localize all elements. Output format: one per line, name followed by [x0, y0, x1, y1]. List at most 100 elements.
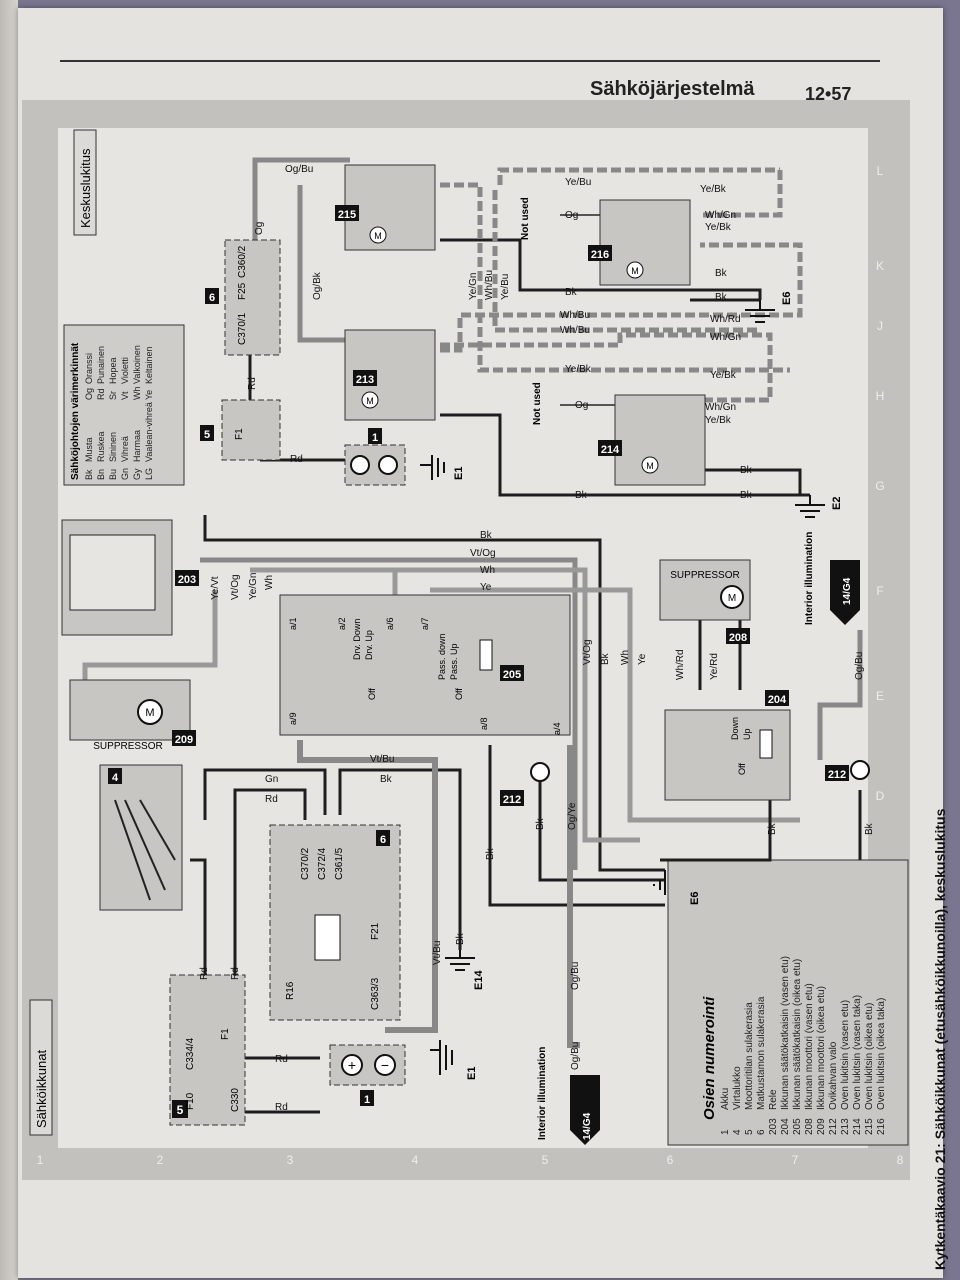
legend-name: Keltainen: [144, 346, 154, 384]
svg-text:Ye/Gn: Ye/Gn: [248, 573, 259, 600]
svg-text:C372/4: C372/4: [317, 847, 328, 880]
svg-text:Rd: Rd: [290, 454, 303, 465]
window-motor-209: M SUPPRESSOR 209: [69, 679, 196, 752]
section-tab-right: Keskuslukitus: [73, 129, 97, 236]
svg-text:4: 4: [112, 772, 119, 784]
grid-letter: D: [876, 789, 885, 803]
svg-text:F1: F1: [234, 428, 245, 440]
svg-text:204: 204: [768, 694, 787, 706]
svg-text:Bk: Bk: [600, 652, 611, 665]
part-name: Matkustamon sulakerasia: [756, 996, 767, 1110]
svg-text:E2: E2: [831, 497, 843, 510]
legend-name: Oranssi: [84, 353, 94, 384]
page-header-title: Sähköjärjestelmä: [590, 78, 755, 100]
svg-text:Wh/Bu: Wh/Bu: [484, 270, 495, 300]
door-lock-216: M 216: [588, 199, 691, 286]
svg-text:Ye/Bu: Ye/Bu: [565, 177, 591, 188]
wire-bk: [700, 468, 802, 495]
svg-text:SUPPRESSOR: SUPPRESSOR: [670, 570, 739, 581]
svg-text:Wh/Gn: Wh/Gn: [705, 402, 736, 413]
part-name: Ikkunan moottori (vasen etu): [804, 983, 815, 1110]
part-num: 209: [816, 1118, 827, 1135]
svg-text:Vt/Bu: Vt/Bu: [432, 941, 443, 965]
wire-rd: [233, 788, 307, 1000]
part-name: Oven lukitsin (vasen taka): [852, 995, 863, 1110]
wire-yegn: [440, 182, 790, 373]
svg-text:Osien numerointi: Osien numerointi: [701, 996, 718, 1120]
svg-text:5: 5: [204, 429, 210, 441]
grid-number: 5: [542, 1153, 549, 1167]
svg-text:Pass. down: Pass. down: [437, 633, 447, 680]
svg-text:Sähköikkunat: Sähköikkunat: [34, 1050, 49, 1128]
color-legend: Sähköjohtojen värimerkinnät Bk Musta Og …: [63, 324, 185, 486]
fuse-box-6-locking: 6 F25 C370/1 C360/2: [205, 239, 281, 356]
svg-text:F1: F1: [220, 1028, 231, 1040]
svg-text:Ye/Bu: Ye/Bu: [500, 274, 511, 300]
parts-list: Osien numerointi 1 Akku 4 Virtalukko 5 M…: [667, 859, 909, 1146]
door-lock-214: M 214: [598, 394, 706, 486]
window-switch-205: 205 a/1 a/2 a/6 a/7 a/9 a/8 a/4 Drv. Dow…: [279, 594, 571, 736]
svg-text:Bk: Bk: [740, 490, 753, 501]
svg-text:Interior illumination: Interior illumination: [537, 1047, 548, 1140]
svg-text:Rd: Rd: [275, 1054, 288, 1065]
legend-code: Gn: [120, 468, 130, 480]
svg-text:213: 213: [356, 374, 374, 386]
svg-text:Og/Bu: Og/Bu: [570, 962, 581, 990]
svg-text:C361/5: C361/5: [334, 847, 345, 880]
svg-text:215: 215: [338, 209, 356, 221]
wire-whrd: [440, 242, 803, 353]
svg-text:a/4: a/4: [552, 722, 562, 735]
svg-text:Ye/Bk: Ye/Bk: [710, 370, 737, 381]
svg-text:Og/Bu: Og/Bu: [570, 1042, 581, 1070]
wire-ogbk: [297, 185, 345, 343]
part-name: Oven lukitsin (vasen etu): [840, 1000, 851, 1110]
svg-text:C334/4: C334/4: [185, 1037, 196, 1070]
grid-number: 8: [897, 1153, 904, 1167]
page-number: 12•57: [805, 84, 852, 104]
svg-text:Ye/Bk: Ye/Bk: [565, 364, 592, 375]
svg-text:Wh/Rd: Wh/Rd: [710, 314, 741, 325]
svg-text:Ye: Ye: [480, 582, 492, 593]
svg-text:Wh/Gn: Wh/Gn: [705, 210, 736, 221]
ignition-switch-4: 4: [99, 764, 183, 911]
svg-text:Ye/Bk: Ye/Bk: [705, 222, 732, 233]
svg-text:Wh: Wh: [620, 650, 631, 665]
svg-text:a/9: a/9: [288, 712, 298, 725]
grid-number: 2: [157, 1153, 164, 1167]
legend-name: Musta: [84, 437, 94, 462]
legend-code: Gy: [132, 468, 142, 480]
svg-text:M: M: [366, 396, 374, 406]
wire-yebu: [497, 167, 780, 185]
part-num: 208: [804, 1118, 815, 1135]
svg-text:Bk: Bk: [864, 822, 875, 835]
part-num: 4: [732, 1129, 743, 1135]
fuse-box-5: 5 F10 C334/4 F1 C330: [169, 974, 246, 1126]
svg-text:−: −: [381, 1057, 389, 1073]
not-used-label: Not used: [520, 197, 531, 240]
part-name: Oven lukitsin (oikea taka): [876, 998, 887, 1110]
fuse-box-6: 6 R16 C370/2 C372/4 C361/5 C363/3 F21: [269, 824, 401, 1021]
svg-text:E14: E14: [473, 970, 485, 990]
part-name: Virtalukko: [732, 1066, 743, 1110]
svg-text:Down: Down: [730, 717, 740, 740]
svg-text:E6: E6: [689, 892, 701, 905]
legend-name: Ruskea: [96, 431, 106, 462]
wire-bk: [488, 745, 665, 907]
wire-bk: [538, 780, 665, 882]
svg-text:208: 208: [729, 632, 747, 644]
battery-1-locking: 1: [344, 428, 406, 486]
legend-code: Bn: [96, 469, 106, 480]
interior-illumination-arrow: 14/G4 Interior illumination: [537, 1047, 600, 1145]
svg-text:Wh: Wh: [480, 565, 495, 576]
svg-text:Rd: Rd: [275, 1102, 288, 1113]
svg-text:Pass. Up: Pass. Up: [449, 643, 459, 680]
wire-bk: [203, 515, 665, 872]
battery-1: + − 1: [329, 1044, 406, 1106]
svg-text:R16: R16: [285, 981, 296, 1000]
legend-name: Vaalean-vihreä: [144, 402, 154, 462]
legend-code: Og: [84, 388, 94, 400]
grid-letter: K: [876, 259, 884, 273]
svg-text:216: 216: [591, 249, 609, 261]
svg-text:Bk: Bk: [480, 530, 493, 541]
legend-name: Valkoinen: [132, 345, 142, 384]
